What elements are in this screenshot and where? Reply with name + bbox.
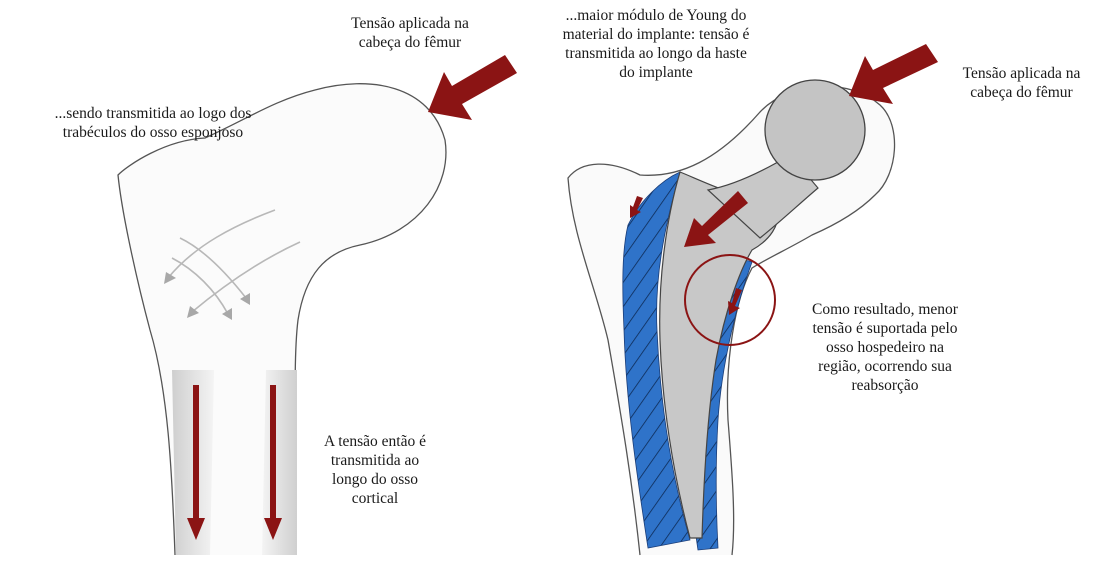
left-load-arrow xyxy=(428,55,517,120)
cortical-label: A tensão então é transmitida ao longo do… xyxy=(305,432,445,508)
right-load-arrow xyxy=(849,44,938,104)
resorption-result-label: Como resultado, menor tensão é suportada… xyxy=(796,300,974,395)
right-applied-load-label: Tensão aplicada na cabeça do fêmur xyxy=(944,64,1099,102)
trabecular-label: ...sendo transmitida ao logo dos trabécu… xyxy=(28,104,278,142)
left-applied-load-label: Tensão aplicada na cabeça do fêmur xyxy=(330,14,490,52)
young-modulus-label: ...maior módulo de Young do material do … xyxy=(548,6,764,82)
left-cortex-lateral xyxy=(262,370,297,555)
